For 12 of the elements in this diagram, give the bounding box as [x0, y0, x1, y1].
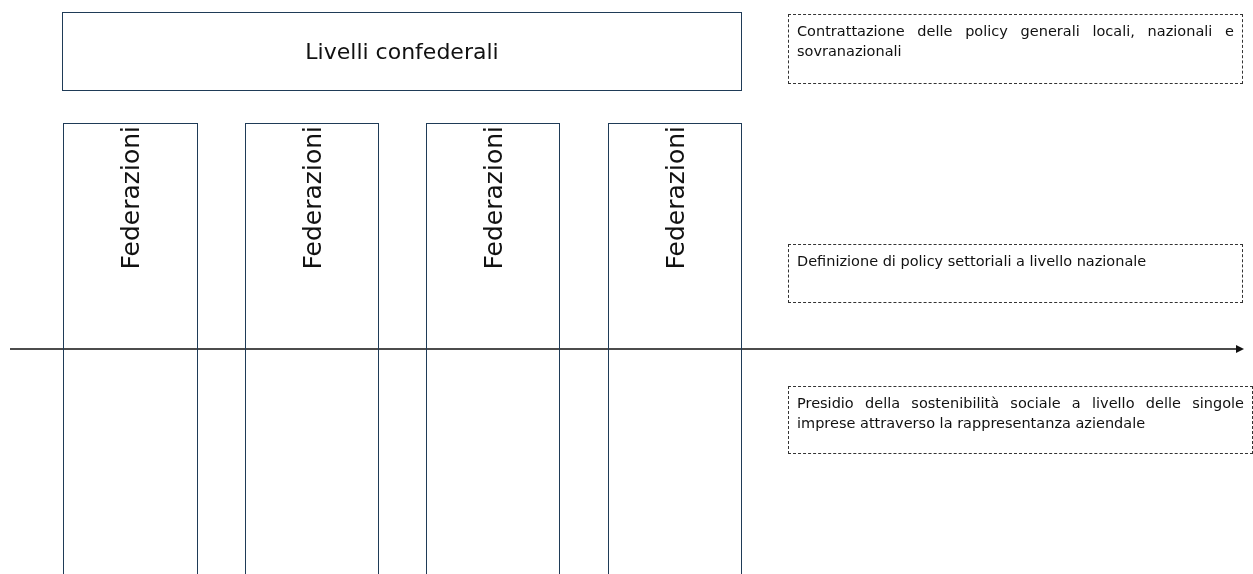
column-box [608, 123, 742, 574]
box-title: Livelli confederali [305, 39, 499, 64]
column-box [63, 123, 198, 574]
column-box [245, 123, 379, 574]
note-text: Contrattazione delle policy generali locali, nazionali e sovranazionali [797, 22, 1234, 61]
note-box [788, 386, 1253, 454]
note-text: Presidio della sostenibilità sociale a livello delle singole imprese attraverso la rappresentanza aziendale [797, 394, 1244, 433]
note-box [788, 244, 1243, 303]
title-box [62, 12, 742, 91]
note-box [788, 14, 1243, 84]
column-box [426, 123, 560, 574]
note-text: Definizione di policy settoriali a livello nazionale [797, 252, 1148, 271]
